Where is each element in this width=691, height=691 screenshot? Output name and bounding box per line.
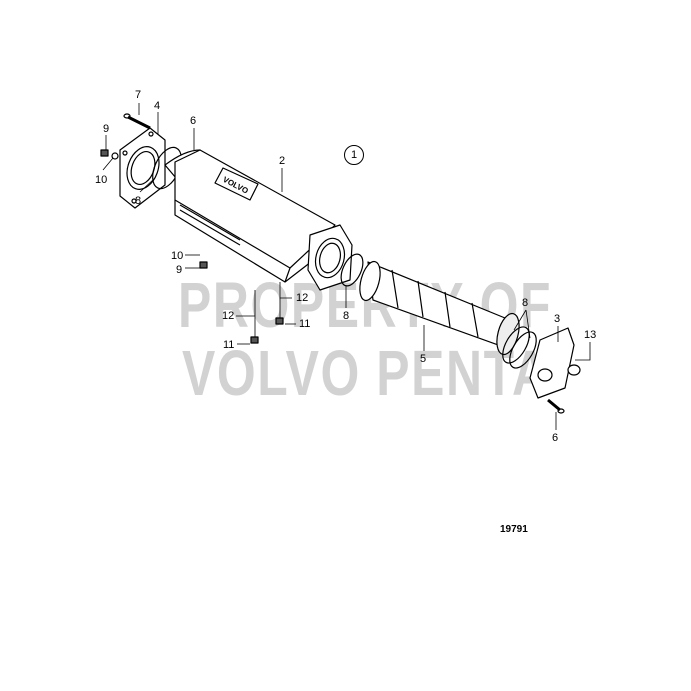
callout-7: 7 [135,89,142,101]
tube-stack-icon [359,260,520,356]
watermark-line-2: VOLVO PENTA [182,337,550,409]
callout-5: 5 [420,353,427,365]
callout-8-middle: 8 [343,310,350,322]
callout-12-left: 12 [222,310,235,322]
callout-8: 8 [135,195,142,207]
callout-11-left: 11 [223,339,235,351]
drawing-number: 19791 [500,524,528,535]
callout-10: 10 [95,174,108,186]
callout-13: 13 [584,329,597,341]
group-reference-badge: 1 [344,145,364,165]
callout-12-right: 12 [296,292,309,304]
callout-6-right: 6 [552,432,559,444]
callout-2: 2 [279,155,286,167]
callout-10-lower: 10 [171,250,184,262]
end-cover-icon [529,327,581,399]
callout-4: 4 [154,100,161,112]
flange-left-icon [119,127,166,209]
callout-9-lower: 9 [176,264,183,276]
callout-8-right: 8 [522,297,529,309]
callout-11-right: 11 [299,318,311,330]
callout-3: 3 [554,313,561,325]
callout-6: 6 [190,115,197,127]
callout-9: 9 [103,123,110,135]
